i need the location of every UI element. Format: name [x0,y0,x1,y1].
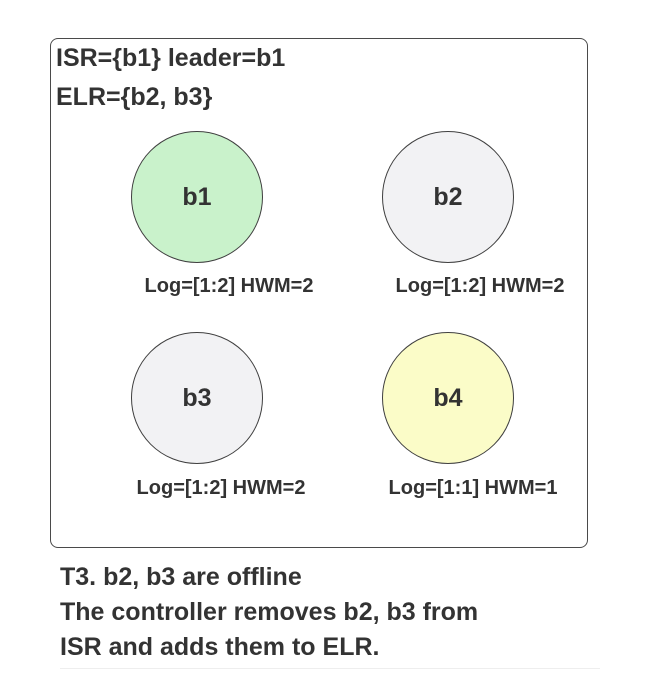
bottom-divider [60,668,600,669]
broker-b3-name: b3 [182,383,212,412]
broker-b1-stats: Log=[1:2] HWM=2 [144,275,314,297]
broker-b3-node: b3 [131,332,263,464]
broker-b4-node: b4 [382,332,514,464]
isr-leader-label: ISR={b1} leader=b1 [56,44,286,72]
cluster-state-panel [50,38,588,548]
broker-b1-name: b1 [182,182,212,211]
broker-b4-stats: Log=[1:1] HWM=1 [388,477,558,499]
broker-b2-name: b2 [433,182,463,211]
caption-detail-line-1: The controller removes b2, b3 from [60,598,479,626]
elr-label: ELR={b2, b3} [56,83,213,111]
broker-b1-node: b1 [131,131,263,263]
caption-step-title: T3. b2, b3 are offline [60,563,302,591]
broker-b2-node: b2 [382,131,514,263]
broker-b2-stats: Log=[1:2] HWM=2 [395,275,565,297]
broker-b4-name: b4 [433,383,463,412]
caption-detail-line-2: ISR and adds them to ELR. [60,633,380,661]
broker-b3-stats: Log=[1:2] HWM=2 [136,477,306,499]
